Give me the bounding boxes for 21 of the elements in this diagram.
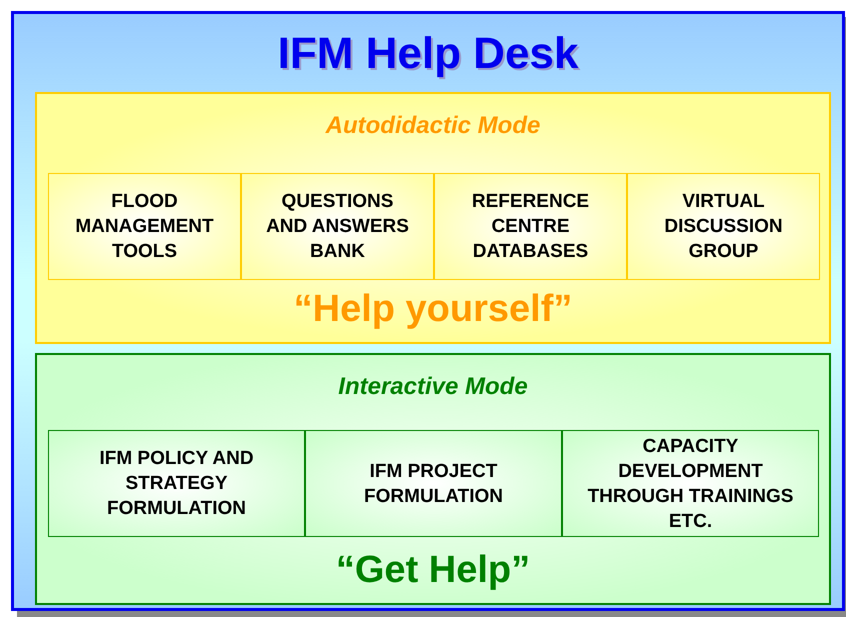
mode-slogan: “Get Help” [334, 551, 532, 589]
service-box [434, 173, 627, 280]
service-label: VIRTUAL DISCUSSION GROUP [663, 190, 784, 264]
service-label: IFM PROJECT FORMULATION [363, 460, 504, 508]
service-label: CAPACITY DEVELOPMENT THROUGH TRAININGS ETC. [586, 434, 794, 534]
service-label: IFM POLICY AND STRATEGY FORMULATION [98, 447, 255, 521]
service-label: QUESTIONS AND ANSWERS BANK [265, 190, 410, 264]
service-label: FLOOD MANAGEMENT TOOLS [74, 190, 215, 264]
mode-panel [35, 92, 831, 344]
service-label: REFERENCE CENTRE DATABASES [470, 190, 590, 264]
service-box [241, 173, 434, 280]
service-box [305, 430, 562, 537]
service-box [627, 173, 820, 280]
mode-panel [35, 353, 831, 605]
service-box [48, 430, 305, 537]
service-box [48, 173, 241, 280]
mode-heading: Interactive Mode [337, 375, 529, 399]
service-box [562, 430, 819, 537]
mode-heading: Autodidactic Mode [324, 114, 542, 138]
mode-slogan: “Help yourself” [292, 290, 574, 328]
panel-heading: IFM Help Desk [276, 32, 580, 76]
